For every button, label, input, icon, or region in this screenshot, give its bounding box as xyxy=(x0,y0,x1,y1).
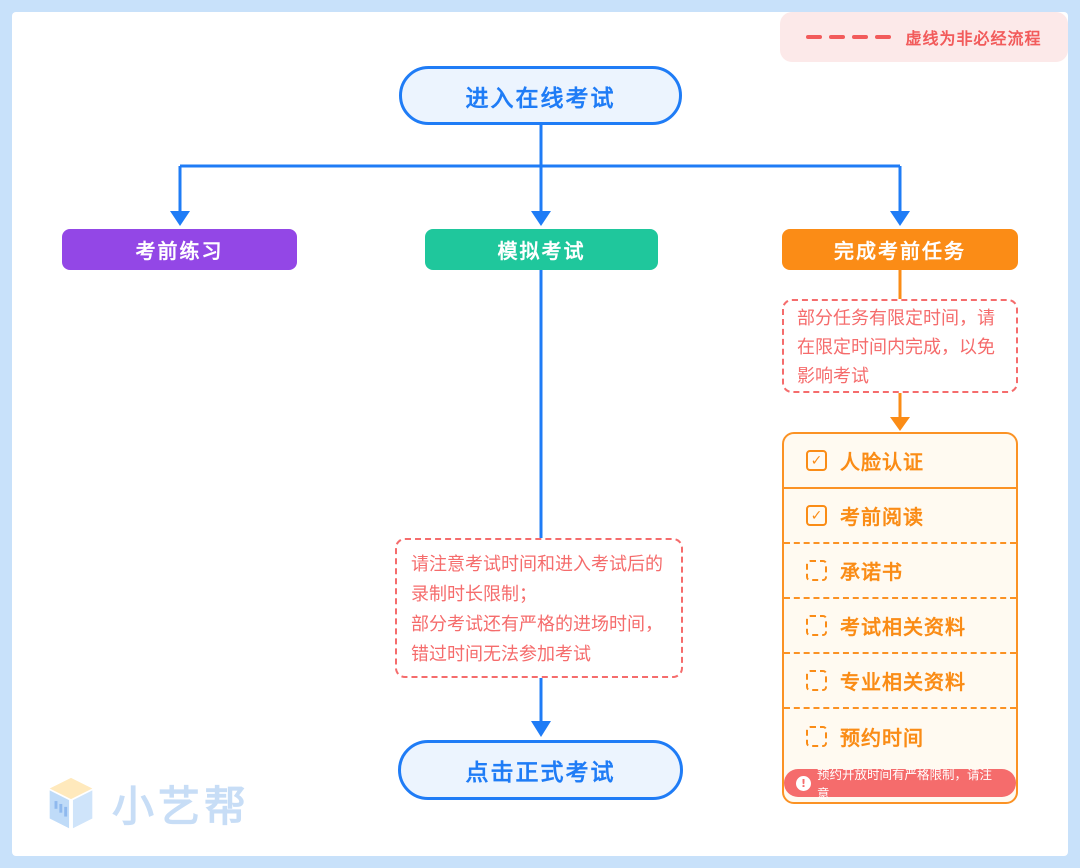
checkbox-unchecked-icon xyxy=(806,560,827,581)
checkbox-unchecked-icon xyxy=(806,615,827,636)
node-click-formal-exam: 点击正式考试 xyxy=(398,740,683,800)
checkbox-unchecked-icon xyxy=(806,726,827,747)
node-pre-exam-practice: 考前练习 xyxy=(62,229,297,270)
note-exam-time-rules: 请注意考试时间和进入考试后的 录制时长限制； 部分考试还有严格的进场时间， 错过… xyxy=(395,538,683,678)
checklist-item-label: 考试相关资料 xyxy=(840,615,966,639)
node-mock-exam: 模拟考试 xyxy=(425,229,658,270)
checklist-item-label: 承诺书 xyxy=(840,560,903,584)
brand-logo-text: 小艺帮 xyxy=(112,781,251,831)
node-complete-pre-exam-tasks: 完成考前任务 xyxy=(782,229,1018,270)
checklist-item-major-materials: 专业相关资料 xyxy=(784,654,1016,709)
checklist-item-label: 专业相关资料 xyxy=(840,670,966,694)
legend-label: 虚线为非必经流程 xyxy=(905,29,1042,48)
appointment-warning-text: 预约开放时间有严格限制，请注意 xyxy=(817,767,993,801)
checklist-item-face-auth: ✓ 人脸认证 xyxy=(784,434,1016,489)
dashed-line-sample-icon xyxy=(806,35,892,39)
appointment-warning-badge: ! 预约开放时间有严格限制，请注意 xyxy=(784,767,1016,801)
checklist-item-commitment-letter: 承诺书 xyxy=(784,544,1016,599)
node-enter-online-exam: 进入在线考试 xyxy=(399,66,682,125)
brand-logo: 小艺帮 xyxy=(40,772,250,834)
checklist-item-label: 预约时间 xyxy=(840,726,924,750)
checklist-item-exam-materials: 考试相关资料 xyxy=(784,599,1016,654)
pre-exam-task-checklist: ✓ 人脸认证 ✓ 考前阅读 承诺书 考试相关资料 专业相关资料 预约时间 ! 预… xyxy=(782,432,1018,804)
checklist-item-pre-exam-reading: ✓ 考前阅读 xyxy=(784,489,1016,544)
cube-logo-icon xyxy=(49,777,93,829)
checklist-item-appointment-time: 预约时间 xyxy=(784,709,1016,764)
checklist-item-label: 人脸认证 xyxy=(840,450,924,474)
checkbox-checked-icon: ✓ xyxy=(806,450,827,471)
checkbox-checked-icon: ✓ xyxy=(806,505,827,526)
checklist-item-label: 考前阅读 xyxy=(840,505,924,529)
legend: 虚线为非必经流程 xyxy=(780,12,1068,62)
checkbox-unchecked-icon xyxy=(806,670,827,691)
warning-icon: ! xyxy=(796,775,811,791)
note-task-time-limit: 部分任务有限定时间，请 在限定时间内完成，以免 影响考试 xyxy=(782,299,1018,393)
